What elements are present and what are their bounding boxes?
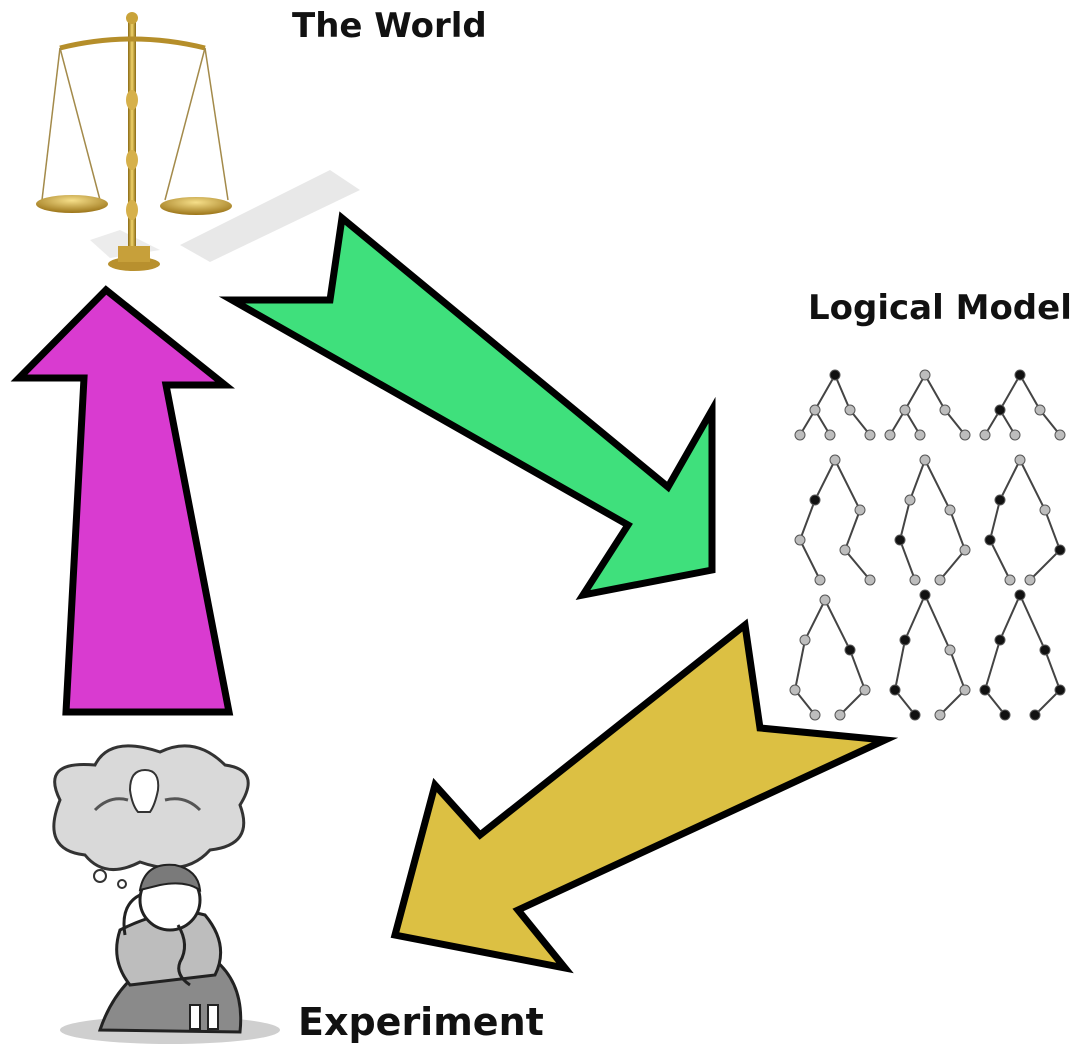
scales-of-justice-icon	[36, 12, 360, 271]
arrow-model-to-experiment	[390, 618, 899, 974]
arrow-experiment-to-world	[10, 285, 235, 716]
node-label-experiment: Experiment	[298, 1000, 544, 1044]
node-label-world: The World	[292, 6, 487, 46]
tree-diagram-grid-icon	[778, 352, 1070, 724]
node-label-logical-model: Logical Model	[808, 288, 1072, 328]
arrow-world-to-model	[218, 211, 716, 600]
arrows	[10, 211, 899, 974]
thinking-person-icon	[52, 744, 280, 1044]
